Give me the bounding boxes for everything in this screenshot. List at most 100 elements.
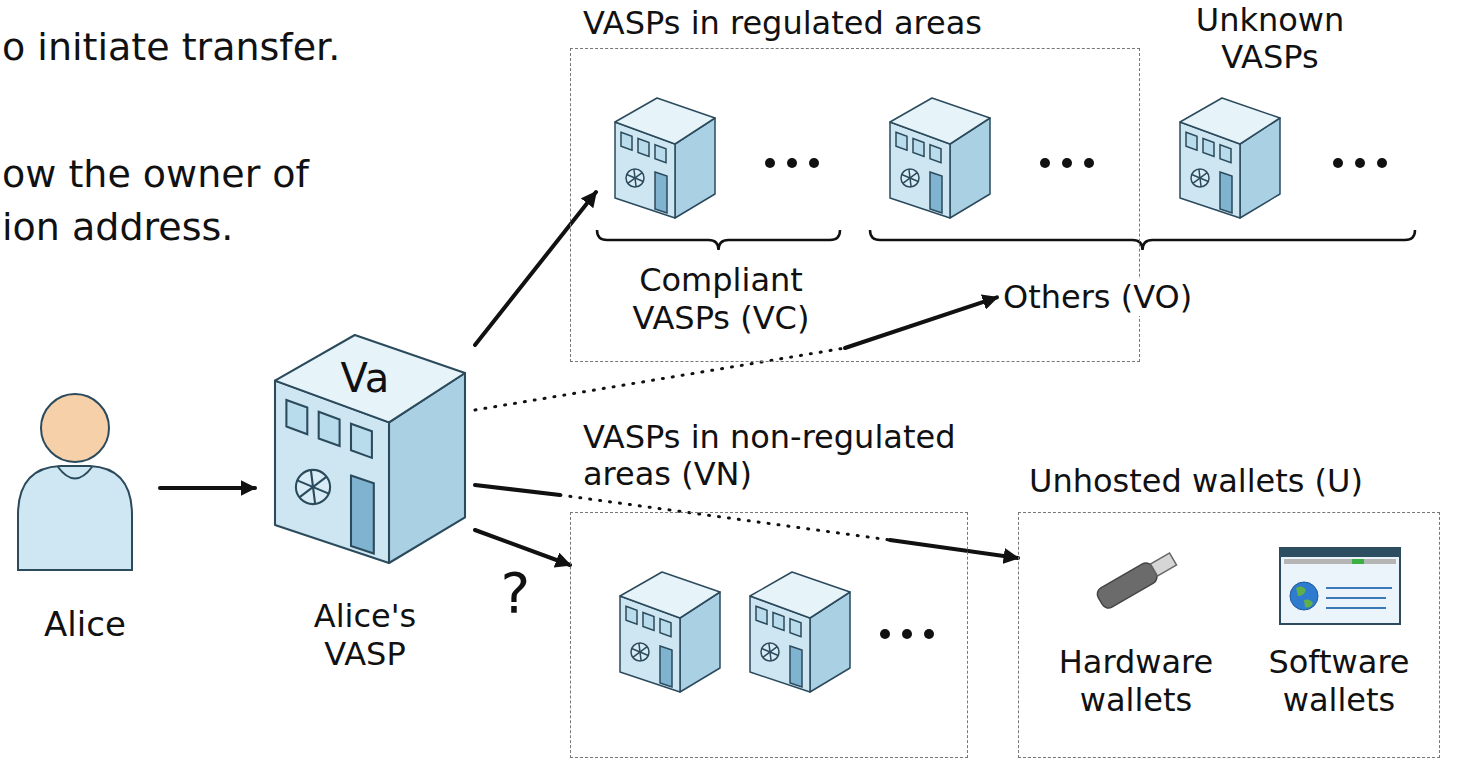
wallet-item: Software wallets	[1249, 546, 1429, 751]
vault-wheel	[761, 643, 779, 661]
solid-segment	[475, 530, 570, 565]
group-label: Others (VO)	[1003, 279, 1192, 316]
ellipsis-dot	[1333, 158, 1343, 168]
node-label: VASPs in non-regulated areas (VN)	[583, 419, 993, 493]
text-line	[1326, 597, 1386, 599]
ellipsis-dot	[880, 629, 890, 639]
ellipsis-dot	[765, 158, 775, 168]
node-label: Compliant VASPs (VC)	[596, 261, 846, 338]
ellipsis-dot	[1377, 158, 1387, 168]
building-window	[643, 612, 654, 630]
vasp-building	[620, 572, 720, 692]
ellipsis-dot	[924, 629, 934, 639]
building-door	[655, 172, 667, 213]
wheel-spoke	[763, 647, 777, 658]
building-window	[773, 612, 784, 630]
building-window	[351, 424, 372, 458]
ellipsis-dot	[1040, 158, 1050, 168]
vasp-building	[750, 572, 850, 692]
wallet-item: Hardware wallets	[1046, 546, 1226, 751]
solid-segment	[890, 540, 1018, 558]
building-window	[790, 619, 801, 637]
person-body	[18, 466, 132, 570]
dotted-segment	[560, 495, 890, 540]
solid-segment	[160, 486, 255, 490]
wheel-spoke	[903, 173, 917, 184]
vault-wheel	[626, 169, 644, 187]
wheel-spoke	[1193, 173, 1207, 184]
node-label: VASPs in regulated areas	[583, 5, 982, 42]
connector-arrow	[475, 192, 596, 345]
node-label: Software wallets	[1249, 643, 1429, 720]
building-window	[896, 132, 907, 150]
node-label: Others (VO)	[1003, 279, 1192, 316]
region-box: VASPs in non-regulated areas (VN)	[570, 512, 968, 758]
building-window	[756, 606, 767, 624]
node-caption: Alice's VASP	[275, 597, 455, 674]
window-addressbar	[1284, 559, 1396, 564]
node-label: Hardware wallets	[1046, 643, 1226, 720]
text-line	[1326, 607, 1386, 609]
building-window	[626, 606, 637, 624]
building-window	[1203, 138, 1214, 156]
vault-wheel	[296, 470, 330, 504]
vasp-group: Compliant VASPs (VC)	[596, 99, 846, 339]
connector-arrow	[475, 485, 1018, 558]
ellipsis-dot	[1355, 158, 1365, 168]
wheel-spoke	[628, 173, 642, 184]
building-window	[660, 619, 671, 637]
wheel-spoke	[633, 647, 647, 658]
window-frame	[1280, 548, 1400, 624]
building-door	[790, 646, 802, 687]
bullet-text: o initiate transfer.	[2, 26, 340, 70]
solid-segment	[845, 297, 997, 348]
solid-segment	[475, 192, 596, 345]
ellipsis-dot	[787, 158, 797, 168]
vault-wheel	[1191, 169, 1209, 187]
window-indicator	[1352, 559, 1364, 564]
building-window	[1186, 132, 1197, 150]
node-label: Unhosted wallets (U)	[1029, 463, 1363, 500]
bullet-text: ow the owner of ion address.	[2, 148, 372, 254]
vasp-building	[890, 98, 990, 218]
building-window	[319, 412, 340, 446]
connector-arrow	[475, 530, 570, 565]
building-door	[660, 646, 672, 687]
curly-brace	[870, 230, 1415, 250]
region-box: Hardware walletsSoftware walletsUnhosted…	[1018, 512, 1440, 758]
vasp-building	[615, 98, 715, 218]
edge-label: ?	[501, 562, 531, 624]
globe-land	[1296, 586, 1313, 607]
building-door	[930, 172, 942, 213]
browser-window-icon	[1280, 548, 1400, 624]
vasp-node: VaAlice's VASP	[255, 335, 475, 705]
ellipsis-dot	[1084, 158, 1094, 168]
vault-wheel	[901, 169, 919, 187]
ellipsis-dot	[1062, 158, 1072, 168]
ellipsis-dot	[902, 629, 912, 639]
person-collar	[58, 467, 92, 479]
usb-plug	[1150, 553, 1176, 576]
person-node: Alice	[10, 385, 160, 665]
person-head	[41, 394, 109, 462]
building-window	[930, 145, 941, 163]
globe	[1290, 582, 1318, 610]
vasp-building	[1180, 98, 1280, 218]
connector-arrow	[160, 488, 255, 489]
vault-wheel	[631, 643, 649, 661]
curly-brace	[597, 230, 840, 250]
region-box: Compliant VASPs (VC)Others (VO)VASPs in …	[570, 48, 1140, 362]
node-label: Alice	[10, 605, 160, 644]
window-titlebar	[1280, 548, 1400, 557]
building-window	[286, 400, 307, 434]
node-label: Va	[255, 355, 475, 401]
dotted-segment	[475, 348, 845, 410]
building-window	[621, 132, 632, 150]
solid-segment	[475, 485, 560, 495]
wheel-spoke	[299, 477, 326, 498]
usb-stick-icon	[1095, 549, 1179, 610]
